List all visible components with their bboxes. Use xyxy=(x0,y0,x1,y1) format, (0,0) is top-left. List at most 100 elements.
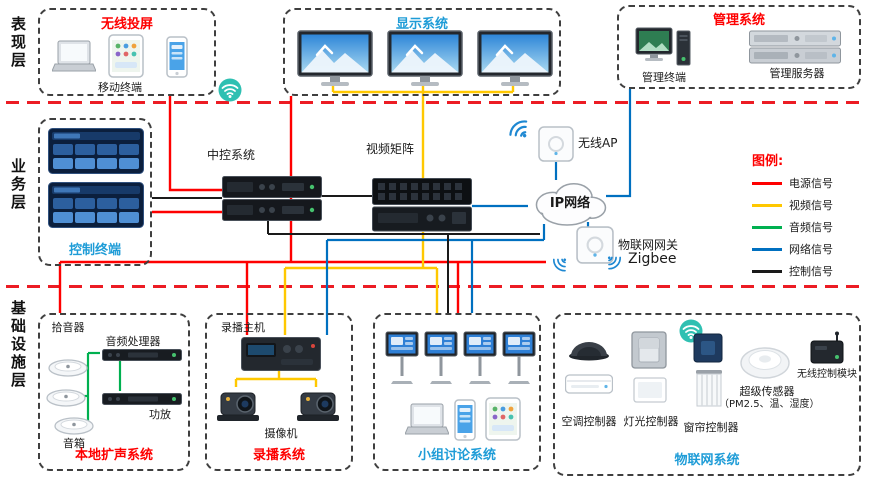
video-matrix-icon xyxy=(372,178,472,232)
legend-item-power: 电源信号 xyxy=(752,175,864,191)
management-terminal-icon xyxy=(635,27,691,71)
phone-icon xyxy=(166,36,188,78)
discussion-panel: 小组讨论系统 xyxy=(373,313,541,471)
layer-separator-top xyxy=(6,101,865,104)
wireless-module-icon xyxy=(809,331,845,365)
light-panel-icon xyxy=(633,377,667,403)
tablet-icon xyxy=(108,34,144,78)
wifi-icon xyxy=(218,78,242,102)
wireless-cast-title: 无线投屏 xyxy=(100,17,153,32)
legend-item-network: 网络信号 xyxy=(752,241,864,257)
phone-icon xyxy=(454,399,476,441)
audio-processor-icon xyxy=(102,349,182,361)
local-sound-panel: 拾音器 音频处理器 功放 音箱 本地扩声系统 xyxy=(38,313,190,471)
video-matrix-label: 视频矩阵 xyxy=(366,142,415,156)
ac-controller-label: 空调控制器 xyxy=(561,415,617,428)
wireless-cast-panel: 无线投屏 移动终端 xyxy=(38,8,216,96)
legend-swatch-audio xyxy=(752,225,782,229)
video-wires xyxy=(234,86,515,387)
legend-swatch-control xyxy=(752,269,782,273)
laptop-icon xyxy=(405,403,449,439)
tablet-icon xyxy=(485,397,521,441)
wireless-ap-icon xyxy=(538,126,574,162)
display-system-title: 显示系统 xyxy=(395,17,448,32)
pickup-label: 拾音器 xyxy=(51,321,85,334)
recording-title: 录播系统 xyxy=(252,448,305,463)
legend-swatch-power xyxy=(752,181,782,185)
wireless-ap-label: 无线AP xyxy=(578,136,618,150)
control-terminal-panel: 控制终端 xyxy=(38,118,152,266)
display-monitor-icon xyxy=(387,30,463,88)
light-controller-label: 灯光控制器 xyxy=(623,415,679,428)
discussion-screen-icon xyxy=(424,331,458,385)
display-monitor-icon xyxy=(477,30,553,88)
legend: 图例: 电源信号 视频信号 音频信号 网络信号 控制信号 xyxy=(752,150,864,279)
amplifier-label: 功放 xyxy=(149,408,171,421)
microphone-icon xyxy=(48,359,88,377)
management-server-icon xyxy=(749,29,841,65)
legend-label-power: 电源信号 xyxy=(789,177,833,190)
discussion-screen-icon xyxy=(385,331,419,385)
display-system-panel: 显示系统 xyxy=(283,8,561,96)
layer-label-presentation: 表现层 xyxy=(9,16,27,70)
legend-label-control: 控制信号 xyxy=(789,265,833,278)
audio-processor-label: 音频处理器 xyxy=(105,335,161,348)
zigbee-label: Zigbee xyxy=(628,251,677,267)
local-sound-title: 本地扩声系统 xyxy=(74,448,153,463)
microphone-icon xyxy=(46,389,86,407)
legend-label-network: 网络信号 xyxy=(789,243,833,256)
layer-separator-bottom xyxy=(6,285,865,288)
mobile-terminal-label: 移动终端 xyxy=(98,81,142,94)
discussion-screen-icon xyxy=(463,331,497,385)
light-switch-icon xyxy=(631,331,667,369)
camera-icon xyxy=(215,389,261,423)
network-wires xyxy=(325,89,632,335)
legend-item-audio: 音频信号 xyxy=(752,219,864,235)
camera-icon xyxy=(295,389,341,423)
scene-panel-icon xyxy=(693,333,723,363)
super-sensor-sublabel: （PM2.5、温、湿度） xyxy=(719,399,820,410)
recording-host-icon xyxy=(241,337,321,371)
layer-label-infrastructure: 基础设施层 xyxy=(9,300,27,390)
display-monitor-icon xyxy=(297,30,373,88)
central-control-rack-icon xyxy=(222,176,322,198)
camera-label: 摄像机 xyxy=(264,427,298,440)
legend-swatch-video xyxy=(752,203,782,207)
management-system-panel: 管理系统 管理终端 管理服务器 xyxy=(617,5,861,89)
legend-label-audio: 音频信号 xyxy=(789,221,833,234)
super-sensor-icon xyxy=(739,341,791,381)
control-wires xyxy=(152,195,540,313)
iot-title: 物联网系统 xyxy=(674,453,740,468)
legend-title: 图例: xyxy=(752,154,784,169)
management-terminal-label: 管理终端 xyxy=(642,71,686,84)
management-system-title: 管理系统 xyxy=(712,13,765,28)
ip-network-label: IP网络 xyxy=(549,196,591,211)
laptop-icon xyxy=(52,40,96,76)
iot-gateway-label: 物联网网关 xyxy=(618,238,679,252)
legend-label-video: 视频信号 xyxy=(789,199,833,212)
ac-sensor-dome-icon xyxy=(567,335,611,361)
speaker-label: 音箱 xyxy=(63,437,85,450)
iot-panel: 空调控制器 灯光控制器 窗帘控制器 超级传感器 （PM2.5、温、湿度） 无线控… xyxy=(553,313,861,476)
layer-label-business: 业务层 xyxy=(9,158,27,212)
wireless-module-label: 无线控制模块 xyxy=(797,369,857,380)
legend-item-control: 控制信号 xyxy=(752,263,864,279)
speaker-icon xyxy=(54,417,94,435)
central-control-label: 中控系统 xyxy=(207,148,256,162)
recording-panel: 录播主机 摄像机 录播系统 xyxy=(205,313,353,471)
management-server-label: 管理服务器 xyxy=(769,67,825,80)
recording-host-label: 录播主机 xyxy=(221,321,265,334)
super-sensor-label: 超级传感器 xyxy=(739,385,795,398)
discussion-title: 小组讨论系统 xyxy=(417,448,496,463)
touch-panel-icon xyxy=(48,182,144,228)
central-control-rack-icon xyxy=(222,199,322,221)
curtain-controller-label: 窗帘控制器 xyxy=(683,421,739,434)
legend-swatch-network xyxy=(752,247,782,251)
ac-unit-icon xyxy=(565,373,613,397)
legend-item-video: 视频信号 xyxy=(752,197,864,213)
touch-panel-icon xyxy=(48,128,144,174)
amplifier-icon xyxy=(102,393,182,405)
discussion-screen-icon xyxy=(502,331,536,385)
